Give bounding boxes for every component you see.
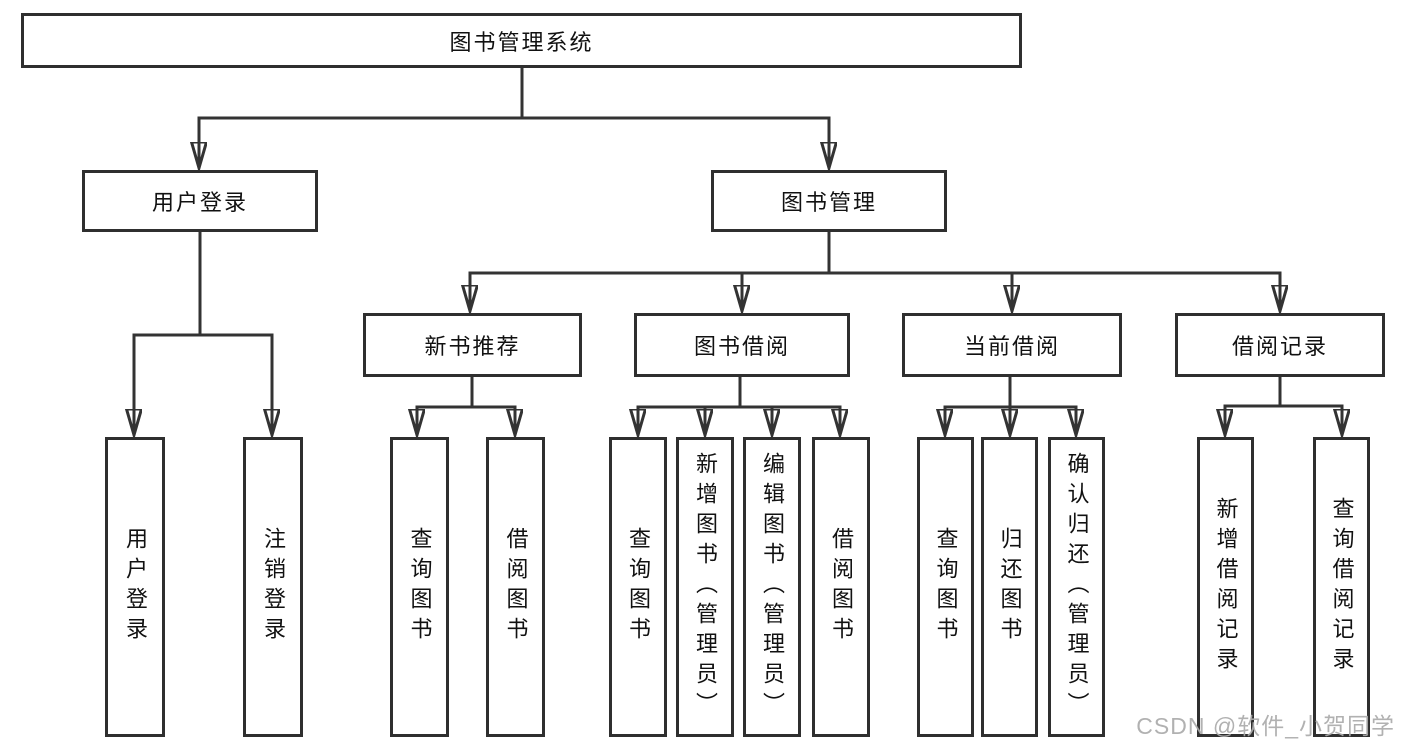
leaf-label: 编辑图书（管理员）	[760, 452, 785, 722]
leaf-confirm-return-admin: 确认归还（管理员）	[1048, 437, 1105, 737]
leaf-label: 归还图书	[997, 527, 1023, 647]
node-label: 新书推荐	[424, 334, 521, 359]
leaf-label: 查询借阅记录	[1329, 497, 1355, 677]
node-current-borrowing: 当前借阅	[902, 313, 1122, 377]
connector-root-to-level2	[198, 68, 831, 166]
leaf-label: 新增图书（管理员）	[693, 452, 718, 722]
connector-book-mgmt-to-level3	[469, 232, 1282, 309]
leaf-label: 查询图书	[626, 527, 651, 647]
node-label: 当前借阅	[963, 334, 1060, 359]
leaf-user-login: 用户登录	[105, 437, 165, 737]
leaf-label: 借阅图书	[503, 527, 529, 647]
node-label: 借阅记录	[1231, 334, 1328, 359]
leaf-add-books-admin: 新增图书（管理员）	[676, 437, 734, 737]
leaf-edit-books-admin: 编辑图书（管理员）	[743, 437, 801, 737]
connector-current-borrow-to-leaves	[944, 377, 1078, 433]
connector-user-login-to-leaves	[133, 232, 274, 433]
connector-borrow-record-to-leaves	[1224, 377, 1344, 433]
node-label: 图书借阅	[693, 334, 790, 359]
leaf-borrow-books: 借阅图书	[812, 437, 870, 737]
node-book-management: 图书管理	[711, 170, 947, 232]
leaf-label: 借阅图书	[829, 527, 854, 647]
node-label: 图书管理系统	[449, 29, 594, 55]
leaf-label: 确认归还（管理员）	[1064, 452, 1090, 722]
leaf-query-books: 查询图书	[609, 437, 667, 737]
leaf-logout: 注销登录	[243, 437, 303, 737]
node-borrowing-records: 借阅记录	[1175, 313, 1385, 377]
leaf-label: 用户登录	[123, 527, 148, 647]
node-label: 图书管理	[780, 190, 877, 215]
node-label: 用户登录	[151, 190, 248, 215]
connector-book-borrow-to-leaves	[637, 377, 842, 433]
connector-new-book-to-leaves	[416, 377, 517, 433]
leaf-add-borrow-record: 新增借阅记录	[1197, 437, 1254, 737]
leaf-query-borrow-record: 查询借阅记录	[1313, 437, 1370, 737]
node-user-login: 用户登录	[82, 170, 318, 232]
leaf-return-books: 归还图书	[981, 437, 1038, 737]
node-new-book-recommend: 新书推荐	[363, 313, 582, 377]
leaf-label: 新增借阅记录	[1213, 497, 1239, 677]
leaf-label: 注销登录	[261, 527, 286, 647]
csdn-watermark: CSDN @软件_小贺同学	[1136, 713, 1395, 739]
leaf-label: 查询图书	[933, 527, 959, 647]
leaf-query-books: 查询图书	[917, 437, 974, 737]
node-book-borrowing: 图书借阅	[634, 313, 850, 377]
leaf-label: 查询图书	[407, 527, 433, 647]
leaf-borrow-books: 借阅图书	[486, 437, 545, 737]
node-library-management-system: 图书管理系统	[21, 13, 1022, 68]
leaf-query-books: 查询图书	[390, 437, 449, 737]
